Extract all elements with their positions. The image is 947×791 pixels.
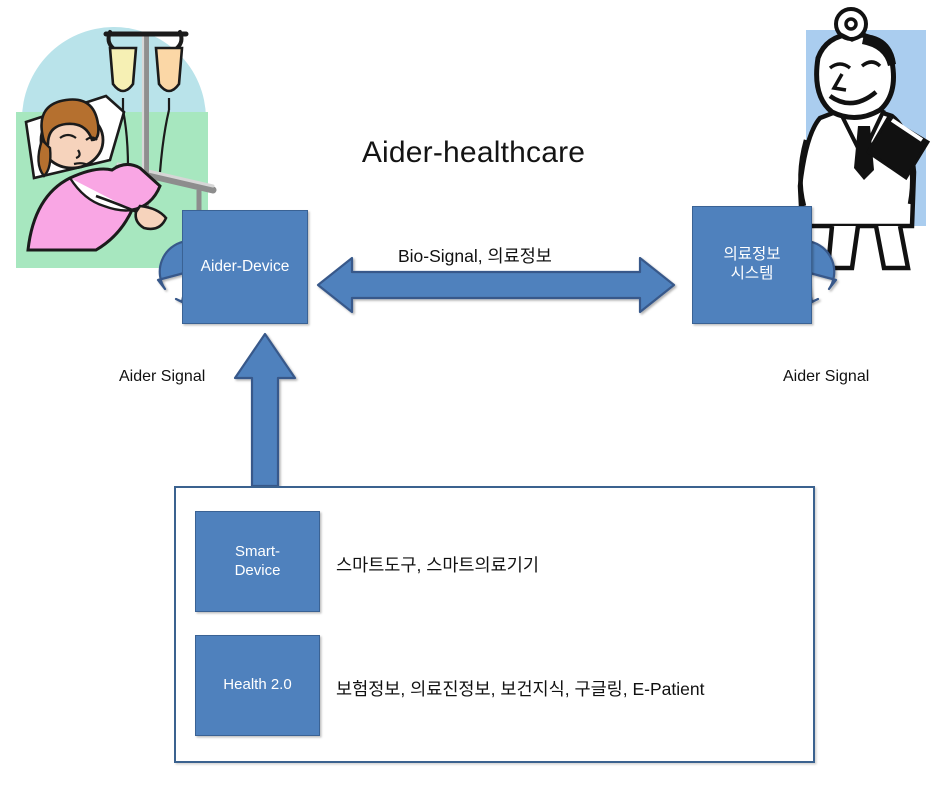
health-20-description: 보험정보, 의료진정보, 보건지식, 구글링, E-Patient (336, 679, 705, 699)
doctor-hair (862, 34, 896, 66)
head-mirror-band (839, 32, 867, 42)
box-health-20-label: Health 2.0 (223, 676, 292, 694)
doctor-eye-right (860, 60, 882, 68)
iv-bag-left (108, 46, 138, 93)
doctor-smile (828, 90, 878, 106)
clipboard-clip (890, 118, 924, 142)
doctor-nose (831, 73, 847, 92)
patient-eye-right (85, 136, 98, 141)
box-aider-device-label: Aider-Device (200, 257, 290, 275)
doctor-tie (854, 126, 874, 180)
patient-eye-left (59, 133, 77, 139)
patient-illustration (16, 26, 217, 268)
doctor-eye-left (828, 62, 852, 70)
upward-arrow (233, 332, 297, 488)
patient-hair (40, 98, 100, 146)
page-title: Aider-healthcare (361, 136, 586, 169)
bidirectional-arrow (316, 256, 676, 314)
smart-device-description: 스마트도구, 스마트의료기기 (336, 555, 539, 575)
doctor-leg-left (825, 225, 861, 271)
doctor-illustration (797, 7, 931, 271)
iv-bag-right (154, 46, 184, 93)
box-smart-device[interactable]: Smart- Device (195, 511, 320, 612)
patient-hair-side (37, 137, 52, 178)
box-smart-device-label: Smart- Device (234, 543, 281, 579)
patient-nose (75, 149, 81, 160)
box-health-20[interactable]: Health 2.0 (195, 635, 320, 736)
iv-tube-left (121, 98, 130, 169)
iv-tube-right (158, 98, 171, 173)
right-loop-arrow-label: Aider Signal (783, 368, 870, 385)
doctor-leg-right (873, 225, 911, 271)
box-aider-device[interactable]: Aider-Device (182, 210, 308, 324)
box-medical-info-system-label: 의료정보 시스템 (723, 246, 781, 282)
patient-gown (26, 163, 162, 252)
box-medical-info-system[interactable]: 의료정보 시스템 (692, 206, 812, 324)
patient-mouth (73, 162, 89, 167)
bidirectional-arrow-label: Bio-Signal, 의료정보 (398, 246, 552, 266)
left-loop-arrow-label: Aider Signal (119, 368, 206, 385)
doctor-arm-left (798, 139, 809, 207)
head-mirror-hole (844, 17, 858, 31)
patient-hand (134, 204, 168, 231)
